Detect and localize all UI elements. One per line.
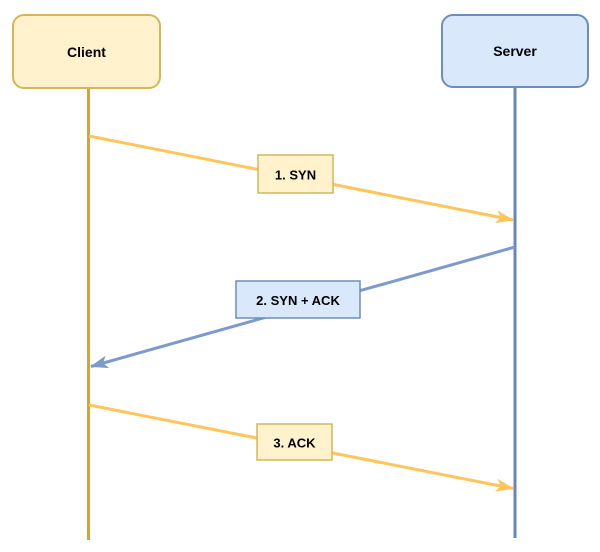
message-ack-label-box (256, 423, 333, 461)
client-label: Client (67, 44, 106, 60)
message-ack-label: 3. ACK (273, 436, 316, 451)
server-label: Server (493, 43, 537, 59)
message-ack: 3. ACK (88, 403, 514, 492)
message-syn-ack-label: 2. SYN + ACK (256, 293, 340, 308)
server-box (441, 14, 589, 88)
message-syn-ack-label-box (235, 280, 361, 319)
message-syn-label: 1. SYN (275, 168, 316, 183)
client-box (12, 14, 161, 89)
message-syn: 1. SYN (88, 134, 514, 224)
message-syn-ack: 2. SYN + ACK (90, 245, 516, 369)
message-syn-label-box (257, 154, 334, 194)
actor-client: Client (12, 14, 161, 89)
actor-server: Server (441, 14, 589, 88)
